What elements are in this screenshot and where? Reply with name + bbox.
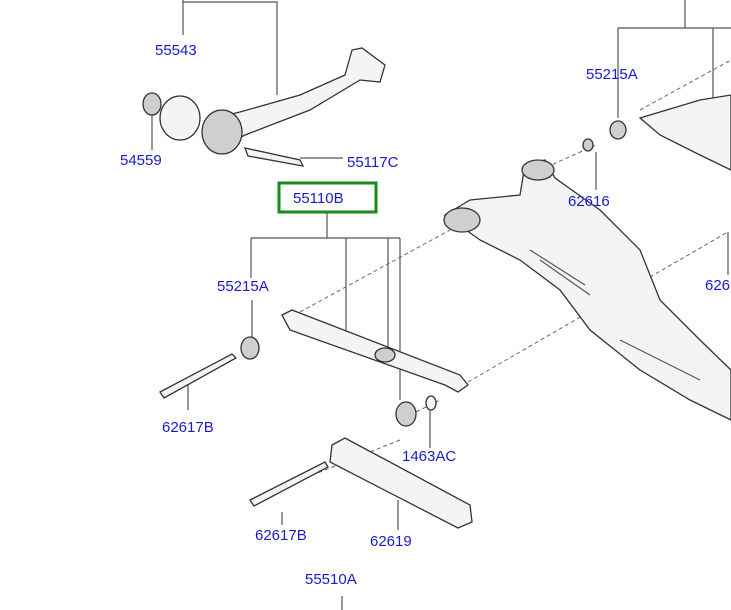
part-label-62617B-lower[interactable]: 62617B	[255, 527, 307, 544]
part-label-55110B[interactable]: 55110B	[293, 190, 344, 207]
part-label-54559[interactable]: 54559	[120, 152, 162, 169]
part-label-55510A[interactable]: 55510A	[305, 571, 357, 588]
upper-arm-55543	[142, 47, 386, 167]
lower-link-62619	[249, 437, 473, 529]
part-label-55543[interactable]: 55543	[155, 42, 197, 59]
selected-part-highlight	[277, 181, 378, 214]
lateral-arm-55110B	[159, 309, 469, 427]
leader-lines	[151, 0, 731, 610]
part-label-55117C[interactable]: 55117C	[347, 154, 399, 171]
part-label-62617B-upper[interactable]: 62617B	[162, 419, 214, 436]
part-label-1463AC[interactable]: 1463AC	[402, 448, 456, 465]
part-label-55215A-left[interactable]: 55215A	[217, 278, 269, 295]
part-label-626-cut[interactable]: 626	[705, 277, 730, 294]
part-label-55215A-right[interactable]: 55215A	[586, 66, 638, 83]
crossmember	[443, 94, 731, 421]
part-label-62619[interactable]: 62619	[370, 533, 412, 550]
part-label-62616[interactable]: 62616	[568, 193, 610, 210]
